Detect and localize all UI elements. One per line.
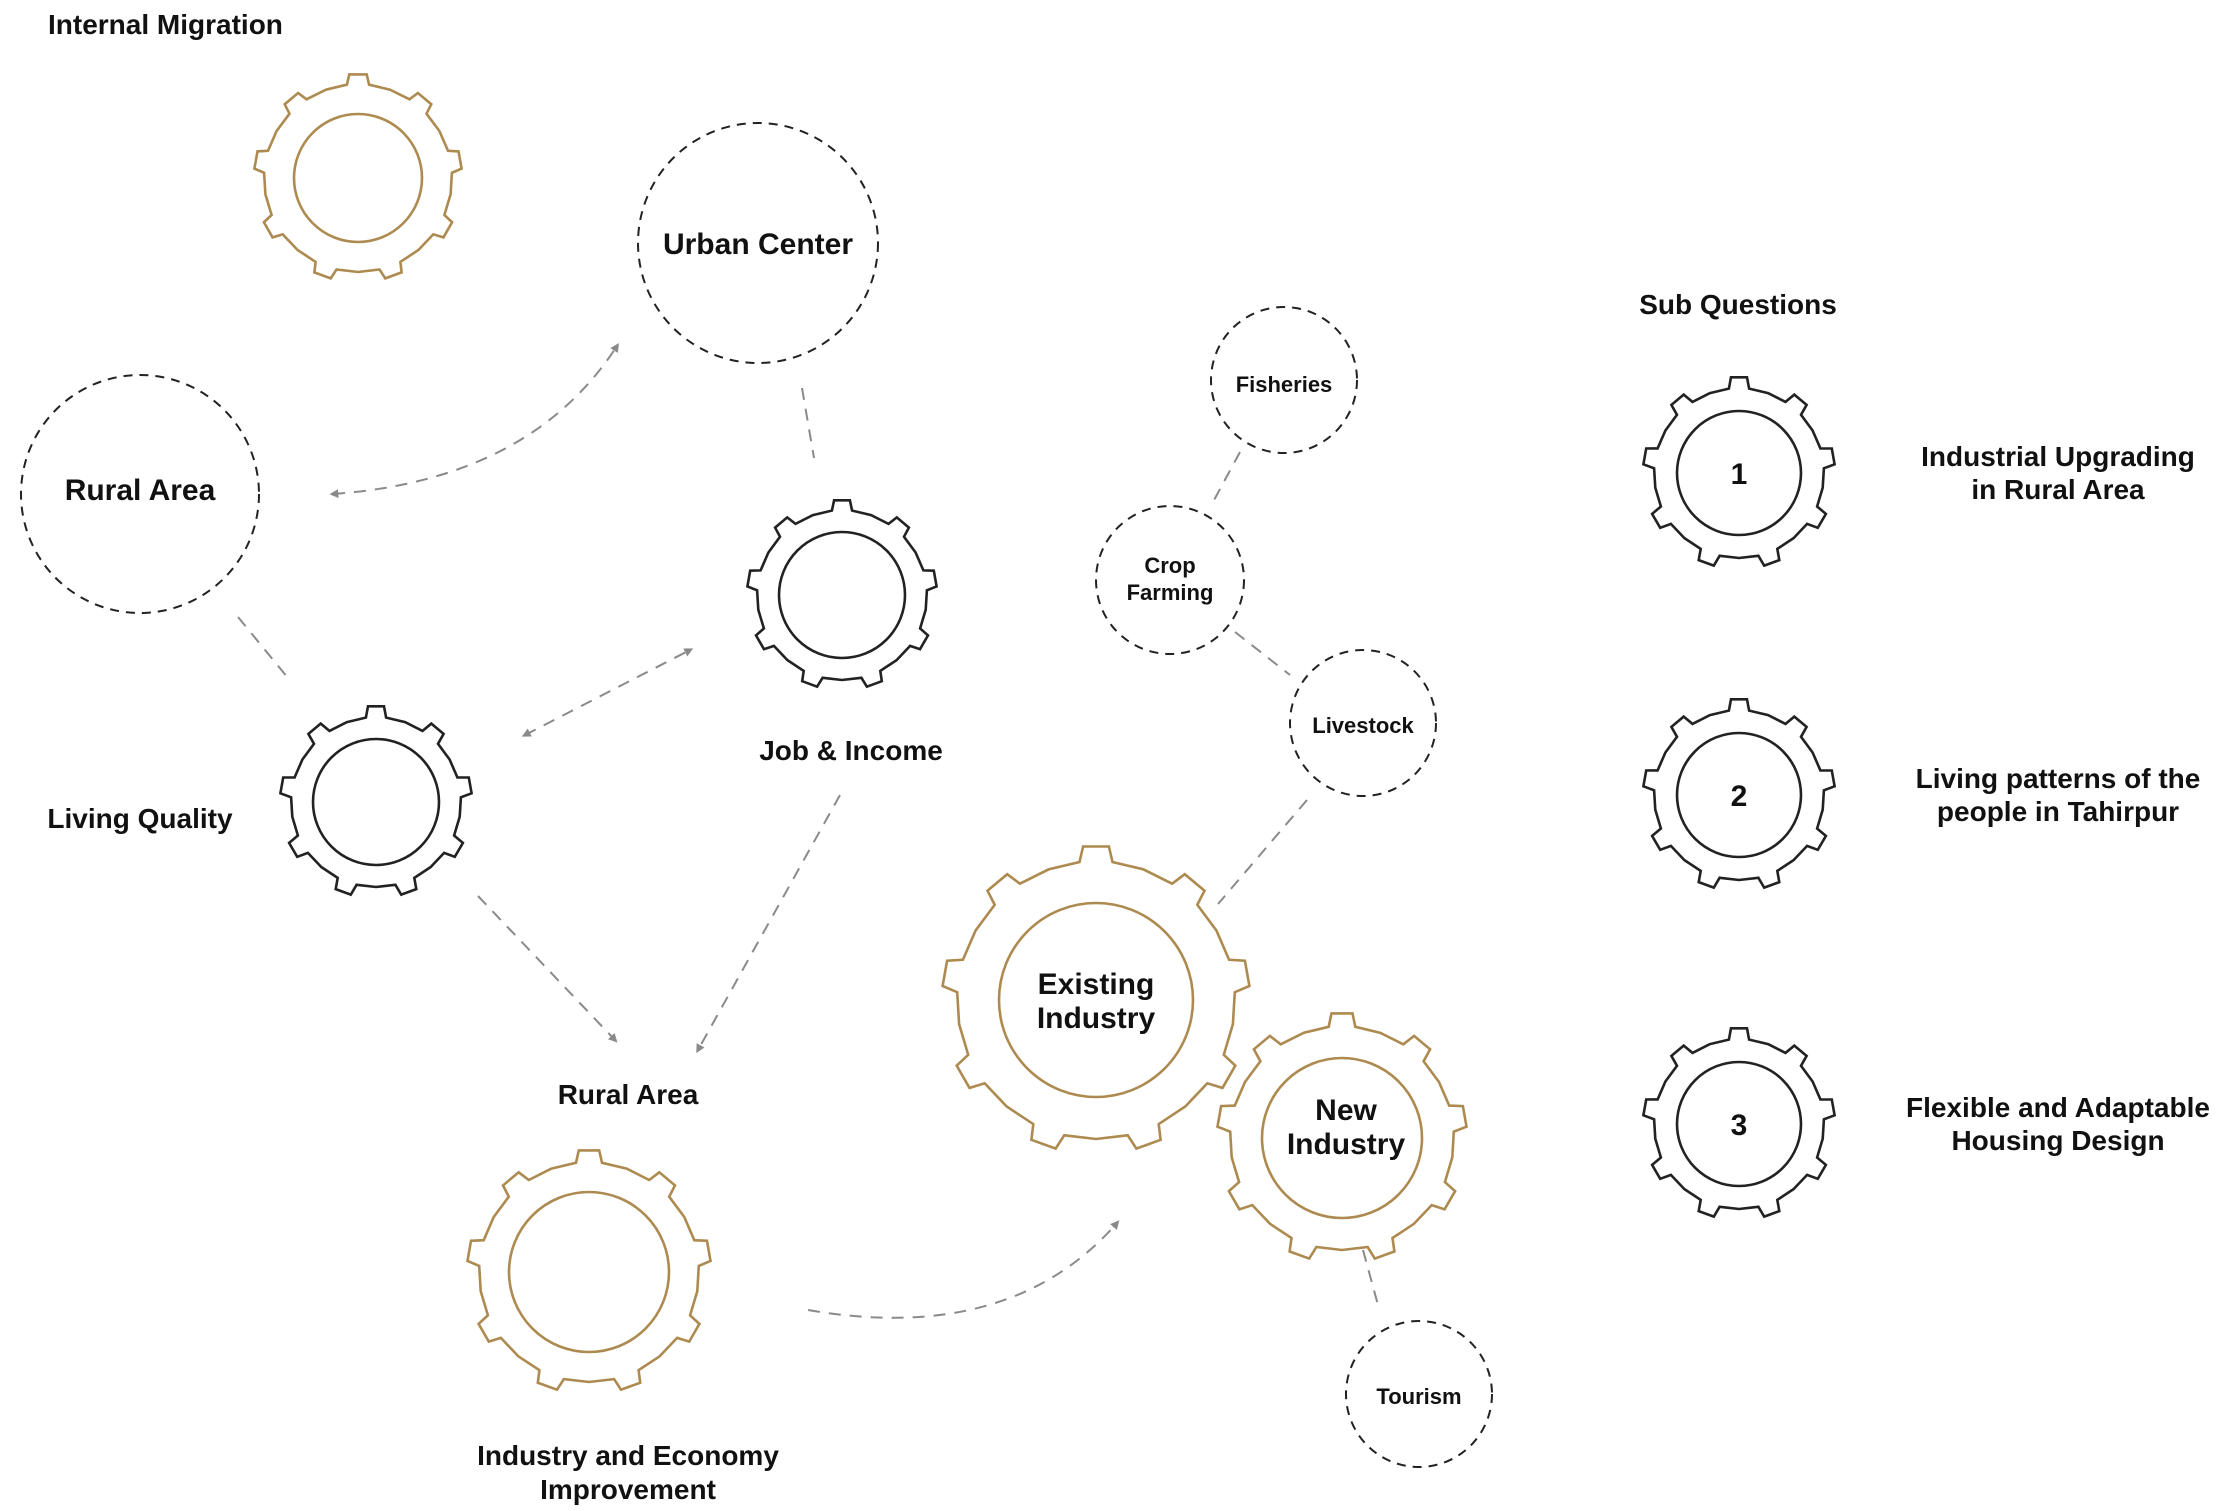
gear-hub-industry-economy <box>507 1190 671 1354</box>
livestock-label: Livestock <box>1312 713 1414 738</box>
gear-hub-new-industry <box>1260 1056 1424 1220</box>
question-1-number: 1 <box>1731 458 1748 491</box>
diagram-title: Internal Migration <box>48 9 283 40</box>
crop-farming-circle <box>1095 505 1245 655</box>
link-new-tourism <box>1362 1249 1379 1306</box>
gear-icon-living-quality <box>278 705 474 897</box>
fisheries-circle <box>1210 306 1358 454</box>
question-2-text-1: Living patterns of the <box>1916 763 2201 794</box>
gear-icon-migration <box>252 73 464 280</box>
industry-economy-label-2: Improvement <box>540 1474 716 1505</box>
living-quality-label: Living Quality <box>47 803 233 834</box>
gear-hub-question-2 <box>1675 731 1803 859</box>
arrow-living-rural <box>477 895 618 1043</box>
link-urban-job <box>801 387 815 459</box>
gear-icon-existing-industry <box>941 845 1251 1151</box>
tourism-label: Tourism <box>1376 1384 1461 1409</box>
urban-center-circle <box>637 122 879 364</box>
arrow-rural-urban <box>329 342 619 499</box>
gear-hub-question-3 <box>1675 1060 1803 1188</box>
link-rural-living <box>237 616 289 679</box>
gear-hub-question-1 <box>1675 409 1803 537</box>
question-1-text-1: Industrial Upgrading <box>1921 441 2195 472</box>
gear-icon-question-1 <box>1641 376 1837 568</box>
rural-area-circle <box>20 374 260 614</box>
arrow-job-rural <box>696 794 841 1054</box>
gear-hub-living-quality <box>311 737 441 867</box>
question-3-text-2: Housing Design <box>1951 1125 2164 1156</box>
gear-hub-existing-industry <box>997 901 1195 1099</box>
question-3-number: 3 <box>1731 1109 1748 1142</box>
question-3-text-1: Flexible and Adaptable <box>1906 1092 2210 1123</box>
crop-farming-label-2: Farming <box>1127 580 1214 605</box>
job-income-label: Job & Income <box>759 735 943 766</box>
arrow-living-job <box>521 648 694 737</box>
fisheries-label: Fisheries <box>1236 372 1333 397</box>
rural-area-bottom-label: Rural Area <box>558 1079 699 1110</box>
link-fisheries-crop <box>1212 451 1241 503</box>
gear-icon-new-industry <box>1216 1012 1468 1261</box>
gear-icon-question-3 <box>1641 1027 1837 1219</box>
question-2-text-2: people in Tahirpur <box>1937 796 2179 827</box>
question-1-text-2: in Rural Area <box>1971 474 2145 505</box>
link-livestock-existing <box>1217 799 1308 905</box>
sub-questions-heading: Sub Questions <box>1639 289 1837 320</box>
existing-industry-label-2: Industry <box>1037 1002 1156 1035</box>
gear-icon-job-income <box>745 499 939 689</box>
question-2-number: 2 <box>1731 780 1748 813</box>
rural-area-top-label: Rural Area <box>65 474 216 507</box>
new-industry-label-1: New <box>1315 1094 1377 1127</box>
link-crop-livestock <box>1234 631 1291 676</box>
gear-icon-industry-economy <box>466 1149 712 1392</box>
tourism-circle <box>1345 1320 1493 1468</box>
industry-economy-label-1: Industry and Economy <box>477 1440 779 1471</box>
gear-icon-question-2 <box>1641 698 1837 890</box>
gear-hub-job-income <box>777 530 907 660</box>
new-industry-label-2: Industry <box>1287 1128 1406 1161</box>
urban-center-label: Urban Center <box>663 228 853 261</box>
arrow-industry-existing <box>807 1220 1120 1319</box>
livestock-circle <box>1289 649 1437 797</box>
gear-hub-migration <box>292 112 424 244</box>
crop-farming-label-1: Crop <box>1144 553 1195 578</box>
existing-industry-label-1: Existing <box>1038 968 1155 1001</box>
